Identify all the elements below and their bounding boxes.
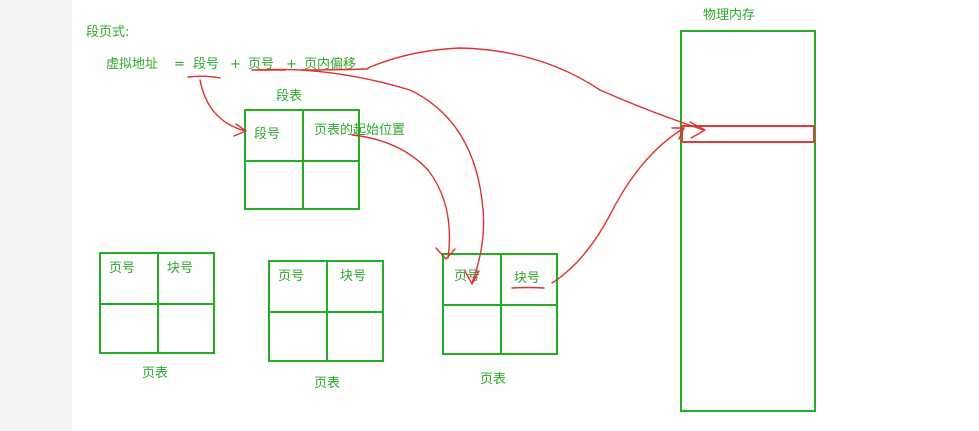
arrow-segment-to-segment-table <box>199 79 247 132</box>
arrowhead-memory-frame <box>671 127 685 140</box>
segment-table-col-page-table-start: 页表的起始位置 <box>314 123 406 138</box>
page-table-3-cell-empty-2 <box>500 304 556 353</box>
segment-table-col-segment-number: 段号 <box>254 127 281 142</box>
formula-page-offset: 页内偏移 <box>304 57 357 72</box>
page-table-3-caption: 页表 <box>480 372 507 387</box>
formula-equals: = <box>174 57 185 72</box>
formula-segment-number: 段号 <box>193 57 220 72</box>
formula-page-number: 页号 <box>248 57 275 72</box>
page-table-2-cell-empty-2 <box>326 311 382 360</box>
arrowhead-page-table <box>435 247 456 260</box>
arrow-segment-table-to-page-table <box>351 134 451 259</box>
left-gutter <box>0 0 72 431</box>
page-table-2-cell-empty-1 <box>270 311 326 360</box>
page-table-1-cell-block-number: 块号 <box>157 254 213 303</box>
diagram-heading: 段页式: <box>86 25 130 40</box>
underline-block-number <box>511 286 545 289</box>
page-table-3-cell-empty-1 <box>444 304 500 353</box>
physical-memory-box <box>680 30 816 412</box>
page-table-3: 页号 块号 <box>442 253 558 355</box>
arrow-page-number-to-page-table <box>257 68 485 284</box>
arrow-block-to-memory <box>551 127 685 284</box>
page-table-2-col-page-number: 页号 <box>278 269 305 284</box>
segment-table-title: 段表 <box>276 89 303 104</box>
page-table-2-cell-page-number: 页号 <box>270 262 326 311</box>
segment-table: 段号 页表的起始位置 <box>244 109 405 210</box>
segment-table-cell-segment-number: 段号 <box>246 111 302 160</box>
page-table-1-cell-page-number: 页号 <box>101 254 157 303</box>
page-table-2-col-block-number: 块号 <box>340 269 367 284</box>
page-table-2-caption: 页表 <box>314 376 341 391</box>
page-table-2-cell-block-number: 块号 <box>326 262 382 311</box>
page-table-1-cell-empty-1 <box>101 303 157 352</box>
segment-table-cell-page-table-start: 页表的起始位置 <box>302 111 405 160</box>
underline-segment-number <box>187 75 221 79</box>
arrowhead-segment-table <box>233 123 247 137</box>
page-table-2: 页号 块号 <box>268 260 384 362</box>
arrowhead-page-row <box>464 270 480 285</box>
formula-plus-1: + <box>230 57 241 72</box>
page-table-1-col-block-number: 块号 <box>167 261 194 276</box>
segment-table-cell-empty-2 <box>302 159 358 208</box>
arrowhead-memory-offset <box>689 121 706 139</box>
formula-virtual-address: 虚拟地址 <box>106 57 159 72</box>
segment-table-cell-empty-1 <box>246 159 302 209</box>
page-table-3-cell-block-number: 块号 <box>500 255 556 304</box>
page-table-1-col-page-number: 页号 <box>109 261 136 276</box>
physical-memory-title: 物理内存 <box>703 8 756 23</box>
page-table-1-caption: 页表 <box>142 366 169 381</box>
underline-page-offset <box>301 68 369 71</box>
page-table-3-col-block-number: 块号 <box>514 271 541 286</box>
page-table-1: 页号 块号 <box>99 252 215 354</box>
formula-plus-2: + <box>286 57 297 72</box>
page-table-1-cell-empty-2 <box>157 303 213 352</box>
arrow-offset-to-memory <box>367 47 705 131</box>
